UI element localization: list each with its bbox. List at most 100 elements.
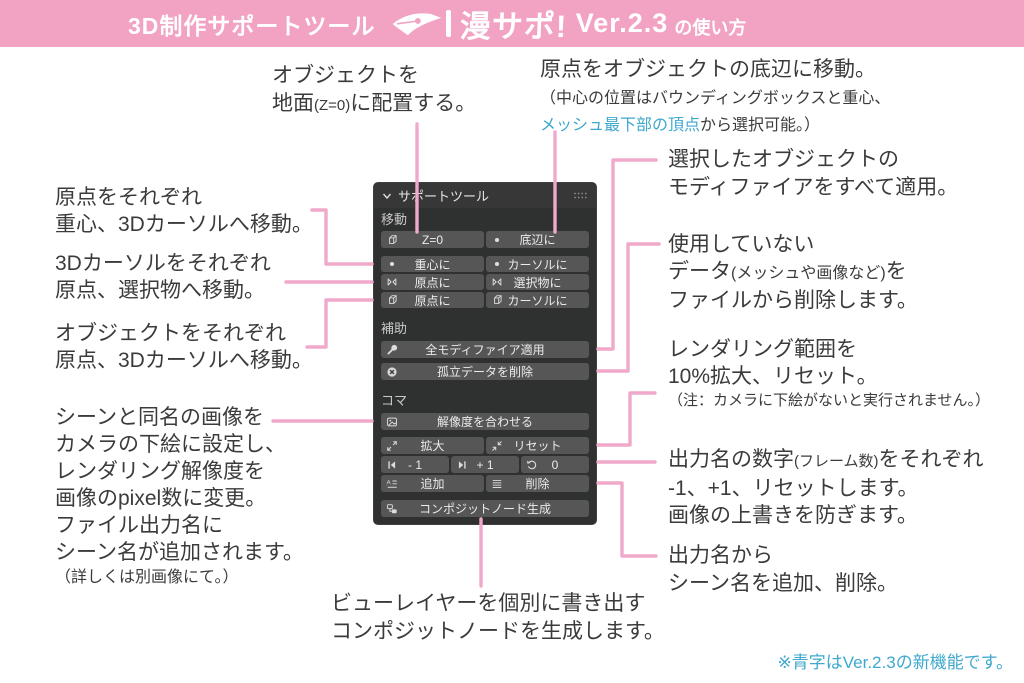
row-frame-number: - 1 + 1 0 (381, 456, 589, 473)
version-text: Ver.2.3 (575, 8, 669, 38)
annotation-line-small: (フレーム数) (794, 453, 879, 470)
next-frame-icon (456, 459, 468, 471)
annotation-composite-nodes: ビューレイヤーを個別に書き出す コンポジットノードを生成します。 (331, 592, 665, 643)
button-label: 重心に (414, 257, 451, 272)
annotation-line: ファイルから削除します。 (668, 289, 918, 312)
wrench-icon (386, 344, 398, 356)
add-scene-name-button[interactable]: A 追加 (381, 475, 484, 492)
cube-icon (491, 294, 503, 306)
button-label: 原点に (414, 293, 451, 308)
cursor-to-origin-button[interactable]: 原点に (381, 274, 484, 290)
annotation-line: -1、+1、リセットします。 (668, 477, 919, 500)
undo-icon (526, 459, 538, 471)
new-feature-note: ※青字はVer.2.3の新機能です。 (777, 653, 1013, 672)
generate-composite-nodes-button[interactable]: コンポジットノード生成 (381, 500, 589, 517)
button-label: - 1 (407, 457, 422, 472)
section-move-label: 移動 (381, 212, 408, 227)
button-label: リセット (513, 439, 562, 453)
annotation-render-range: レンダリング範囲を 10%拡大、リセット。（注：カメラに下絵がないと実行されませ… (668, 336, 990, 412)
dot-icon (491, 234, 503, 246)
close-circle-icon (386, 366, 398, 378)
button-label: 0 (551, 457, 559, 472)
logo-text: 漫サポ! (459, 9, 569, 44)
row-scene-name: A 追加 削除 (381, 475, 589, 492)
frame-plus-button[interactable]: + 1 (451, 456, 519, 473)
add-name-icon: A (386, 478, 398, 490)
annotation-origin-move: 原点をそれぞれ 重心、3Dカーソルへ移動。 (55, 186, 313, 236)
annotation-note: （注：カメラに下絵がないと実行されません。） (668, 392, 991, 409)
svg-text:A: A (387, 479, 392, 486)
annotation-line: を (885, 260, 907, 283)
button-label: 孤立データを削除 (436, 365, 533, 379)
annotation-line: シーンと同名の画像を カメラの下絵に設定し、 レンダリング解像度を 画像のpix… (55, 406, 304, 564)
annotation-match-resolution: シーンと同名の画像を カメラの下絵に設定し、 レンダリング解像度を 画像のpix… (55, 404, 304, 590)
row-delete-orphans: 孤立データを削除 (381, 363, 589, 380)
connector-left1 (310, 208, 374, 266)
connector-orphans (596, 242, 661, 373)
collapse-icon (491, 440, 503, 452)
frame-minus-button[interactable]: - 1 (381, 456, 449, 473)
dot-icon (386, 258, 398, 270)
cube-icon (386, 234, 398, 246)
button-label: カーソルに (507, 257, 568, 272)
button-label: 追加 (420, 477, 445, 491)
annotation-line: に配置する。 (350, 92, 477, 115)
button-label: 全モディファイア適用 (425, 343, 545, 357)
expand-render-region-button[interactable]: 拡大 (381, 437, 484, 454)
z0-button[interactable]: Z=0 (381, 231, 484, 248)
apply-all-modifiers-button[interactable]: 全モディファイア適用 (381, 341, 589, 358)
button-label: 原点に (414, 275, 451, 290)
row-origin-move-1: 重心に カーソルに (381, 256, 589, 272)
origin-to-bottom-button[interactable]: 底辺に (486, 231, 589, 248)
origin-to-center-button[interactable]: 重心に (381, 256, 484, 272)
annotation-place-on-ground: オブジェクトを地面(Z=0)に配置する。 (272, 62, 476, 120)
annotation-line: 地面 (272, 92, 314, 115)
button-label: コンポジットノード生成 (418, 502, 551, 516)
annotation-line-small: (メッシュや画像など) (731, 265, 886, 282)
annotation-line: をそれぞれ (878, 448, 984, 471)
grip-dots-icon[interactable] (573, 191, 588, 200)
pivot-cursor-icon (491, 276, 503, 288)
frame-zero-button[interactable]: 0 (521, 456, 589, 473)
connector-left3 (305, 298, 374, 349)
button-label: 底辺に (519, 233, 556, 247)
panel-header[interactable]: サポートツール (374, 183, 596, 208)
image-icon (386, 416, 398, 428)
button-label: 解像度を合わせる (436, 415, 533, 429)
expand-icon (386, 440, 398, 452)
title-prefix: 3D制作サポートツール (128, 12, 376, 39)
annotation-object-move: オブジェクトをそれぞれ 原点、3Dカーソルへ移動。 (55, 322, 313, 372)
title-suffix: の使い方 (674, 17, 747, 38)
button-label: 拡大 (420, 439, 445, 453)
annotation-line-small: （中心の位置はバウンディングボックスと重心、 (540, 90, 891, 107)
remove-scene-name-button[interactable]: 削除 (486, 475, 589, 492)
reset-render-region-button[interactable]: リセット (486, 437, 589, 454)
annotation-frame-number: 出力名の数字(フレーム数)をそれぞれ-1、+1、リセットします。画像の上書きを防… (668, 446, 984, 529)
object-to-cursor-button[interactable]: カーソルに (486, 292, 589, 308)
row-apply-modifiers: 全モディファイア適用 (381, 341, 589, 358)
annotation-new-feature-text: メッシュ最下部の頂点 (540, 117, 701, 134)
annotation-line: 原点をオブジェクトの底辺に移動。 (540, 58, 876, 81)
dot-icon (491, 258, 503, 270)
annotation-apply-modifiers: 選択したオブジェクトの モディファイアをすべて適用。 (668, 148, 959, 199)
annotation-line-small: から選択可能。） (700, 117, 821, 134)
origin-to-cursor-button[interactable]: カーソルに (486, 256, 589, 272)
pivot-cursor-icon (386, 276, 398, 288)
object-to-origin-button[interactable]: 原点に (381, 292, 484, 308)
annotation-note: （詳しくは別画像にて。） (55, 569, 239, 586)
row-render-region: 拡大 リセット (381, 437, 589, 454)
chevron-down-icon (382, 191, 392, 201)
section-assist-label: 補助 (381, 321, 408, 336)
connector-apply-modifiers (596, 158, 658, 351)
prev-frame-icon (386, 459, 398, 471)
cursor-to-selected-button[interactable]: 選択物に (486, 274, 589, 290)
delete-orphan-data-button[interactable]: 孤立データを削除 (381, 363, 589, 380)
connector-scene-name (596, 481, 658, 558)
annotation-line: 画像の上書きを防ぎます。 (668, 504, 918, 527)
row-match-resolution: 解像度を合わせる (381, 413, 589, 430)
support-tool-panel: サポートツール 移動 Z=0 底辺に (373, 182, 597, 525)
match-resolution-button[interactable]: 解像度を合わせる (381, 413, 589, 430)
annotation-delete-orphans: 使用していないデータ(メッシュや画像など)をファイルから削除します。 (668, 231, 918, 314)
connector-render-range (596, 391, 657, 447)
